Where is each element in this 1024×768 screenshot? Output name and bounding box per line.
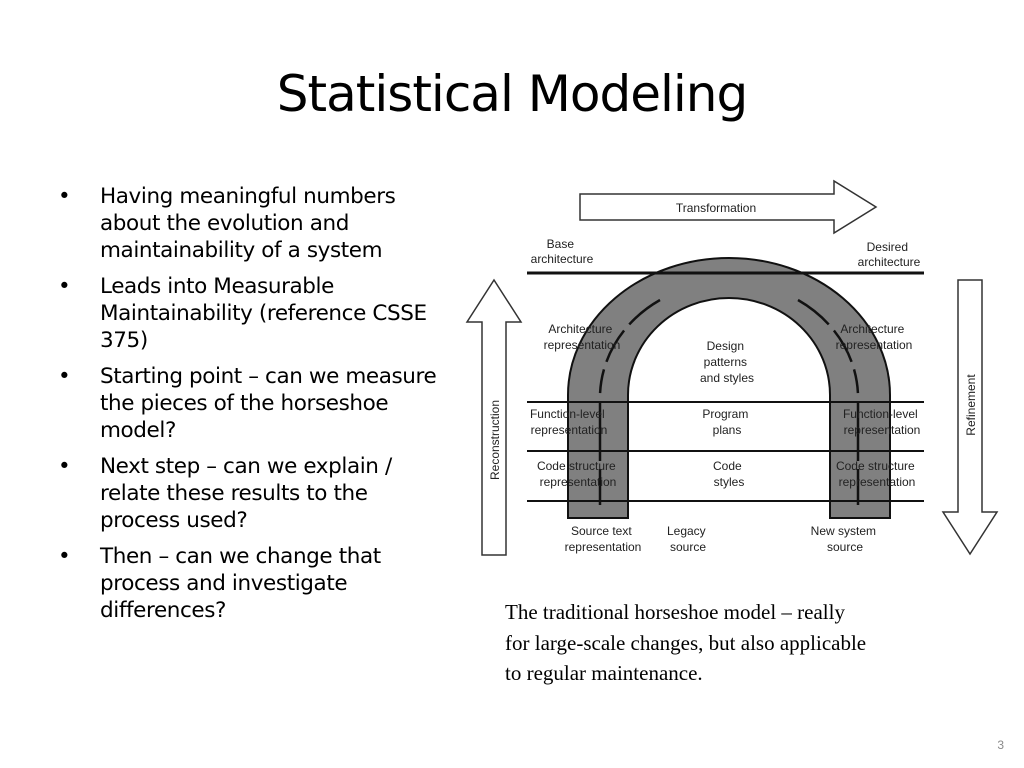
bullet-icon: •: [58, 274, 71, 299]
reconstruction-arrow: [465, 278, 523, 556]
new-system-source-label: New system source: [811, 524, 880, 554]
bullet-item: • Starting point – can we measure the pie…: [58, 363, 438, 444]
legacy-source-label: Legacy source: [667, 524, 709, 554]
bullet-item: • Then – can we change that process and i…: [58, 543, 438, 624]
bullet-list: • Having meaningful numbers about the evo…: [58, 183, 438, 633]
bullet-icon: •: [58, 454, 71, 479]
design-patterns-label: Design patterns and styles: [700, 339, 754, 385]
bullet-icon: •: [58, 364, 71, 389]
desired-architecture-label: Desired architecture: [858, 240, 921, 269]
code-styles-label: Code styles: [713, 459, 745, 489]
page-number: 3: [997, 738, 1004, 752]
base-architecture-label: Base architecture: [531, 237, 594, 266]
program-plans-label: Program plans: [702, 407, 751, 437]
bullet-text: Starting point – can we measure the piec…: [100, 364, 437, 443]
left-code-rep-label: Code structure representation: [537, 459, 619, 489]
right-architecture-rep-label: Architecture representation: [836, 322, 913, 352]
refinement-arrow: [941, 279, 999, 556]
bullet-text: Then – can we change that process and in…: [100, 544, 381, 623]
left-function-rep-label: Function-level representation: [530, 407, 608, 437]
caption-line: for large-scale changes, but also applic…: [505, 630, 867, 655]
bullet-text: Next step – can we explain / relate thes…: [100, 454, 392, 533]
bullet-text: Leads into Measurable Maintainability (r…: [100, 274, 427, 353]
left-architecture-rep-label: Architecture representation: [544, 322, 621, 352]
caption-line: to regular maintenance.: [505, 661, 703, 685]
caption-line: The traditional horseshoe model – really: [505, 600, 845, 624]
horseshoe-groove-left: [598, 298, 661, 505]
bullet-item: • Having meaningful numbers about the evo…: [58, 183, 438, 264]
refinement-label: Refinement: [964, 374, 978, 436]
bullet-text: Having meaningful numbers about the evol…: [100, 184, 396, 263]
bullet-item: • Leads into Measurable Maintainability (…: [58, 273, 438, 354]
reconstruction-label: Reconstruction: [488, 400, 502, 480]
diagram-caption: The traditional horseshoe model – really…: [505, 597, 965, 689]
bullet-item: • Next step – can we explain / relate the…: [58, 453, 438, 534]
transformation-arrow: [579, 179, 878, 235]
bullet-icon: •: [58, 184, 71, 209]
horseshoe-shape: [567, 257, 891, 519]
source-text-rep-label: Source text representation: [565, 524, 642, 554]
slide-title: Statistical Modeling: [276, 65, 748, 123]
horseshoe-groove-right: [797, 298, 860, 505]
right-code-rep-label: Code structure representation: [836, 459, 918, 489]
right-function-rep-label: Function-level representation: [843, 407, 921, 437]
bullet-icon: •: [58, 544, 71, 569]
transformation-label: Transformation: [676, 201, 756, 215]
